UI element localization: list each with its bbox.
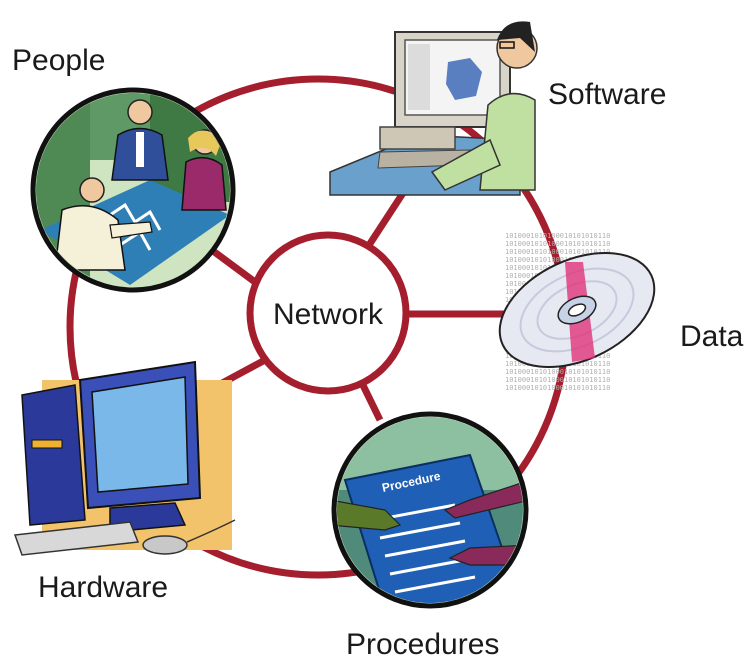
network-node: Network <box>246 231 410 395</box>
binary-row: 1010001010100010101010110 <box>505 368 610 376</box>
people-meeting-icon <box>30 87 236 293</box>
binary-row: 1010001010100010101010110 <box>505 256 610 264</box>
binary-row: 1010001010100010101010110 <box>505 376 610 384</box>
desktop-computer-icon <box>13 360 236 556</box>
binary-row: 1010001010100010101010110 <box>505 240 610 248</box>
hardware-label: Hardware <box>38 571 169 604</box>
network-label: Network <box>273 298 384 331</box>
binary-row: 1010001010100010101010110 <box>505 248 610 256</box>
compact-disc-icon: 1010001010100010101010110101000101010001… <box>498 232 656 392</box>
data-label: Data <box>680 320 744 353</box>
binary-row: 1010001010100010101010110 <box>505 384 610 392</box>
procedure-document-icon: Procedure <box>331 411 529 609</box>
binary-row: 1010001010100010101010110 <box>505 232 610 240</box>
procedures-label: Procedures <box>346 628 500 661</box>
people-label: People <box>12 44 106 77</box>
computer-user-icon <box>329 21 538 196</box>
software-label: Software <box>548 78 667 111</box>
